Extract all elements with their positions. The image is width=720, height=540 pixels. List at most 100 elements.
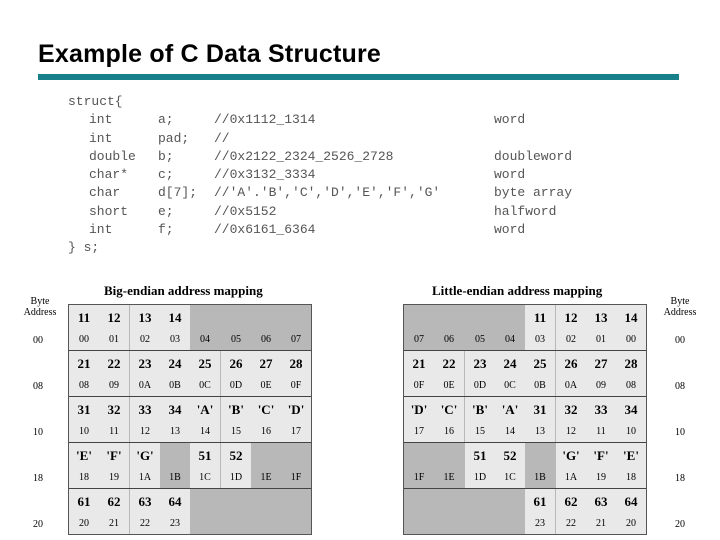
byte-cell: 'D'17: [281, 397, 311, 442]
row-divider: [69, 442, 311, 443]
byte-value: 22: [107, 356, 121, 371]
byte-value: 33: [594, 402, 608, 417]
byte-address: 17: [291, 426, 301, 437]
byte-value: 24: [168, 356, 182, 371]
byte-cell: 1F: [281, 443, 311, 488]
code-field-kind: halfword: [494, 203, 557, 219]
byte-value: 33: [138, 402, 152, 417]
byte-value: 23: [473, 356, 487, 371]
byte-value: 'E': [623, 448, 639, 463]
byte-address: 15: [475, 426, 485, 437]
byte-address: 0D: [229, 380, 243, 391]
byte-cell: 1E: [434, 443, 464, 488]
byte-value: 21: [412, 356, 426, 371]
byte-cell: 06: [434, 305, 464, 350]
byte-address: 16: [444, 426, 454, 437]
row-address: 20: [33, 519, 43, 530]
code-field-comment: //0x6161_6364: [214, 222, 316, 238]
byte-cell: 1B: [160, 443, 190, 488]
byte-address: 1D: [229, 472, 243, 483]
code-field-name: d[7];: [158, 185, 198, 201]
byte-cell: 'A' 14: [190, 397, 220, 442]
byte-value: 28: [624, 356, 638, 371]
byte-cell: 1E: [251, 443, 281, 488]
byte-address: 13: [535, 426, 545, 437]
byte-address: 11: [596, 426, 606, 437]
byte-address: 22: [566, 518, 576, 529]
byte-cell: 1B: [525, 443, 555, 488]
byte-address: 10: [79, 426, 89, 437]
code-field-kind: word: [494, 222, 526, 238]
byte-value: 62: [107, 494, 121, 509]
byte-cell: 07: [281, 305, 311, 350]
byte-address: 1C: [199, 472, 211, 483]
byte-value: 23: [138, 356, 152, 371]
byte-value: 34: [168, 402, 182, 417]
byte-cell: 34 13: [160, 397, 190, 442]
byte-address: 0A: [564, 380, 578, 391]
byte-value: 63: [594, 494, 608, 509]
row-divider: [404, 488, 646, 489]
byte-address: 10: [626, 426, 636, 437]
byte-address: 00: [626, 334, 636, 345]
byte-cell: 04: [495, 305, 525, 350]
code-field-name: b;: [158, 148, 174, 164]
byte-address: 22: [140, 518, 150, 529]
byte-value: 63: [138, 494, 152, 509]
byte-value: 'D': [410, 402, 428, 417]
byte-value: 14: [624, 310, 638, 325]
byte-cell: 04: [190, 305, 220, 350]
byte-address: 1D: [473, 472, 487, 483]
byte-address: 1B: [534, 472, 546, 483]
byte-value: 'E': [76, 448, 92, 463]
byte-address: 13: [170, 426, 180, 437]
byte-address: 20: [626, 518, 636, 529]
byte-cell: 'G'1A: [130, 443, 160, 488]
byte-address: 14: [200, 426, 210, 437]
code-field-name: f;: [158, 222, 174, 238]
byte-address: 1F: [290, 472, 302, 483]
byte-address: 1B: [169, 472, 181, 483]
byte-address: 0F: [290, 380, 302, 391]
byte-value: 'B': [228, 402, 244, 417]
byte-address: 0B: [534, 380, 546, 391]
byte-value: 32: [107, 402, 121, 417]
byte-address: 09: [109, 380, 119, 391]
byte-address: 0E: [443, 380, 455, 391]
code-field-comment: //0x3132_3334: [214, 167, 316, 183]
byte-address: 05: [475, 334, 485, 345]
byte-cell: 'F'19: [99, 443, 129, 488]
byte-address: 01: [596, 334, 606, 345]
row-address: 10: [675, 427, 685, 438]
byte-address: 11: [109, 426, 119, 437]
byte-address: 1A: [138, 472, 152, 483]
byte-address: 00: [79, 334, 89, 345]
row-divider: [404, 442, 646, 443]
byte-value: 11: [533, 310, 547, 325]
byte-address: 1F: [413, 472, 425, 483]
byte-value: 'A': [196, 402, 214, 417]
code-field-type: char*: [89, 167, 129, 183]
byte-value: 24: [503, 356, 517, 371]
byte-cell: 'C'16: [251, 397, 281, 442]
byte-value: 26: [229, 356, 243, 371]
byte-address: 02: [140, 334, 150, 345]
byte-address: 23: [535, 518, 545, 529]
byte-address: 21: [109, 518, 119, 529]
little-endian-heading: Little-endian address mapping: [432, 283, 603, 298]
byte-value: 26: [564, 356, 578, 371]
row-address: 10: [33, 427, 43, 438]
code-field-type: int: [89, 112, 113, 128]
